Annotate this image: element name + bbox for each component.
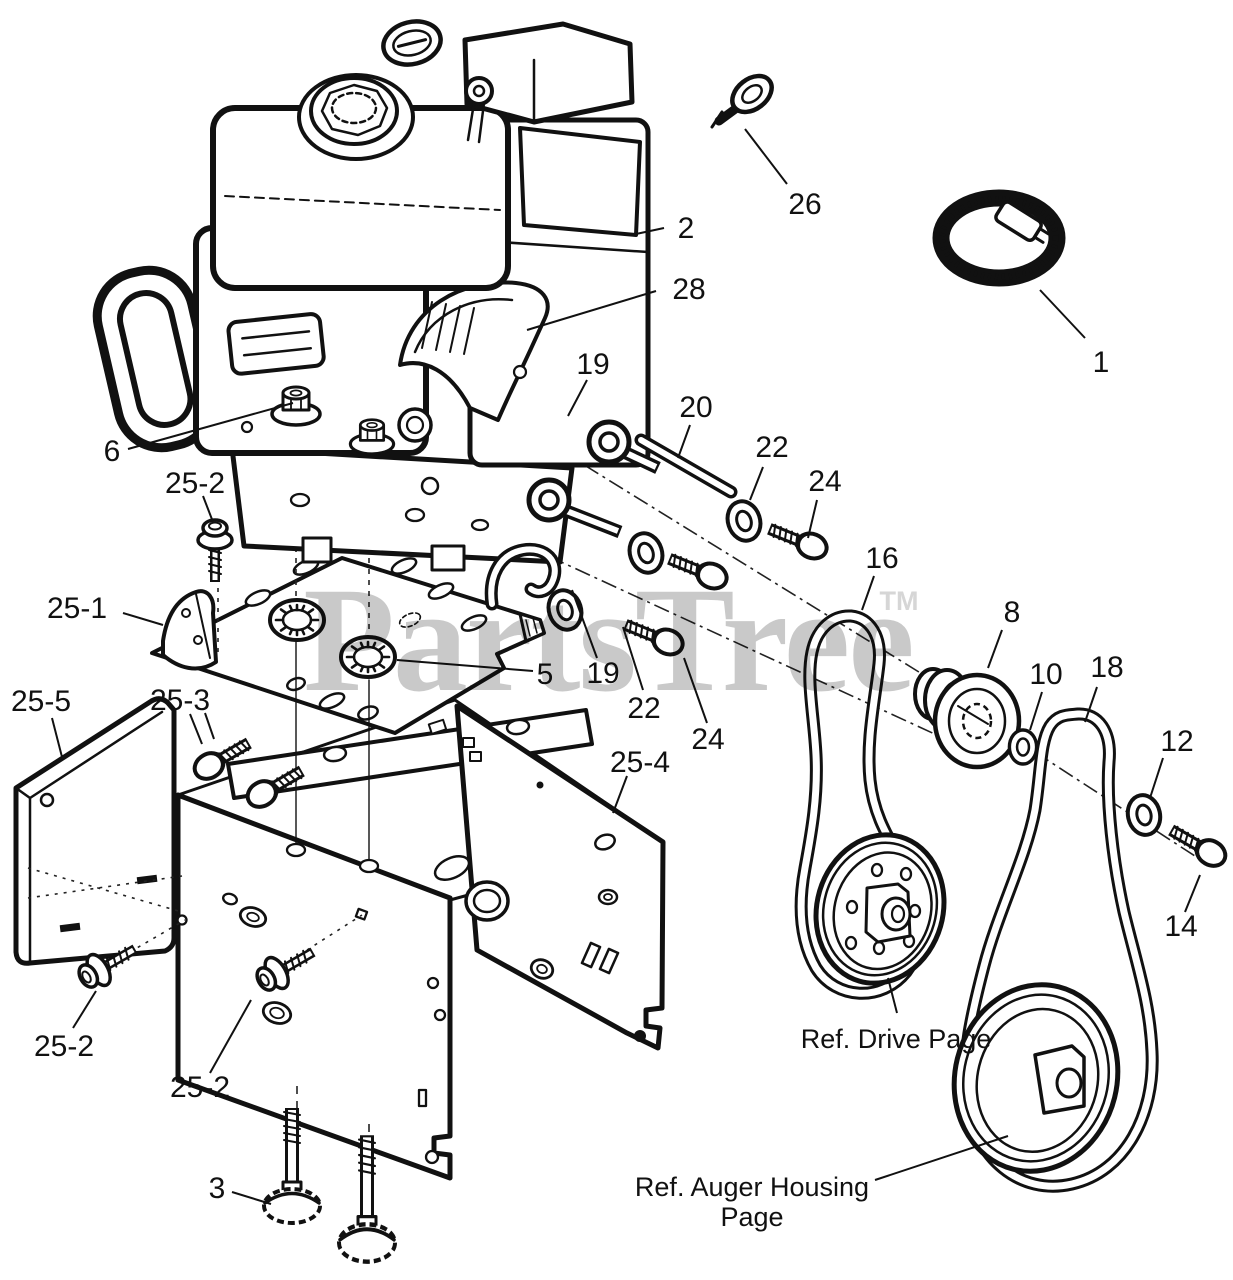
vertical-assembly-lines bbox=[129, 448, 380, 1176]
callout-label-8: 8 bbox=[1004, 596, 1021, 629]
hex-bolt-14 bbox=[1165, 820, 1230, 871]
bracket-25-1 bbox=[161, 589, 218, 671]
callout-label-20: 20 bbox=[679, 391, 712, 424]
leader-line-2 bbox=[635, 227, 665, 235]
callout-label-14: 14 bbox=[1164, 910, 1197, 943]
callout-label-1: 1 bbox=[1093, 346, 1110, 379]
callout-label-12: 12 bbox=[1160, 725, 1193, 758]
ignition-key bbox=[710, 73, 774, 129]
auger-pulley bbox=[951, 982, 1121, 1174]
leader-line-8 bbox=[987, 629, 1003, 669]
callout-label-25-3: 25-3 bbox=[150, 684, 210, 717]
callout-label-3: 3 bbox=[209, 1172, 226, 1205]
callout-label-24: 24 bbox=[808, 465, 841, 498]
leader-line-25-2 bbox=[202, 495, 214, 523]
leader-line-16 bbox=[861, 575, 875, 611]
watermark-tm: TM bbox=[880, 586, 919, 616]
watermark-text: PartsTree bbox=[303, 557, 912, 723]
leader-line-25-5 bbox=[51, 717, 63, 758]
reference-labels: Ref. Drive Page Ref. Auger Housing Page bbox=[635, 977, 1009, 1232]
belt-18 bbox=[958, 707, 1159, 1193]
callout-label-5: 5 bbox=[537, 658, 554, 691]
engine-illustration bbox=[92, 19, 651, 572]
leader-line-25-3 bbox=[204, 712, 215, 740]
callout-label-24: 24 bbox=[691, 723, 724, 756]
eyebolt bbox=[589, 422, 629, 462]
leader-line-24 bbox=[807, 499, 818, 539]
leader-line-22 bbox=[749, 466, 764, 501]
side-bracket-25-5 bbox=[13, 696, 183, 966]
washer bbox=[720, 495, 768, 547]
flange-screw bbox=[198, 520, 232, 582]
fan-shroud bbox=[398, 280, 550, 422]
leader-line-25-4 bbox=[612, 775, 628, 814]
muffler-vent bbox=[226, 312, 326, 376]
leader-line-19 bbox=[571, 589, 598, 659]
leader-line-28 bbox=[526, 290, 657, 331]
motor-box-frame bbox=[175, 698, 666, 1181]
leader-line-14 bbox=[1184, 874, 1201, 913]
callout-label-18: 18 bbox=[1090, 651, 1123, 684]
leader-line-25-3 bbox=[189, 713, 203, 745]
leader-line-6 bbox=[127, 402, 294, 450]
leader-line-5 bbox=[396, 659, 534, 672]
ref-auger-housing-label-line2: Page bbox=[720, 1202, 783, 1232]
callout-label-25-1: 25-1 bbox=[47, 592, 107, 625]
ref-drive-page-label: Ref. Drive Page bbox=[801, 1024, 992, 1054]
drive-pulley bbox=[813, 832, 947, 986]
engine-pulley-8 bbox=[913, 667, 1022, 770]
leader-line-3 bbox=[231, 1191, 272, 1205]
leader-line-24 bbox=[683, 657, 708, 724]
power-cord bbox=[932, 189, 1066, 287]
hardware-group bbox=[73, 422, 831, 1262]
callout-label-19: 19 bbox=[586, 657, 619, 690]
callout-label-16: 16 bbox=[865, 542, 898, 575]
leader-line-22 bbox=[622, 626, 644, 691]
callout-label-26: 26 bbox=[788, 188, 821, 221]
callout-label-10: 10 bbox=[1029, 658, 1062, 691]
ref-auger-housing-label: Ref. Auger Housing bbox=[635, 1172, 869, 1202]
leader-line-19 bbox=[567, 379, 588, 417]
leader-line-1 bbox=[1039, 289, 1086, 339]
callout-label-22: 22 bbox=[627, 692, 660, 725]
callout-label-6: 6 bbox=[104, 435, 121, 468]
leader-line-25-2 bbox=[209, 999, 252, 1074]
leader-line-20 bbox=[677, 424, 691, 459]
callout-label-25-2: 25-2 bbox=[170, 1071, 230, 1104]
callout-label-2: 2 bbox=[678, 212, 695, 245]
leader-line-12 bbox=[1149, 757, 1164, 799]
callout-label-22: 22 bbox=[755, 431, 788, 464]
engine-handle bbox=[92, 265, 218, 453]
eyebolt bbox=[529, 480, 569, 520]
washer-10 bbox=[1007, 728, 1039, 766]
callout-label-28: 28 bbox=[672, 273, 705, 306]
watermark: PartsTree TM bbox=[303, 557, 918, 723]
leader-line-10 bbox=[1029, 691, 1043, 731]
callout-label-25-4: 25-4 bbox=[610, 746, 670, 779]
belt-16 bbox=[794, 609, 926, 1000]
callout-label-25-2: 25-2 bbox=[34, 1030, 94, 1063]
callout-label-25-2: 25-2 bbox=[165, 467, 225, 500]
leader-line-18 bbox=[1084, 686, 1098, 723]
callout-label-19: 19 bbox=[576, 348, 609, 381]
hex-bolt bbox=[765, 518, 831, 563]
leader-line-25-2 bbox=[72, 990, 97, 1029]
callout-label-25-5: 25-5 bbox=[11, 685, 71, 718]
leader-line-26 bbox=[744, 128, 788, 185]
leader-line-25-1 bbox=[122, 612, 164, 626]
